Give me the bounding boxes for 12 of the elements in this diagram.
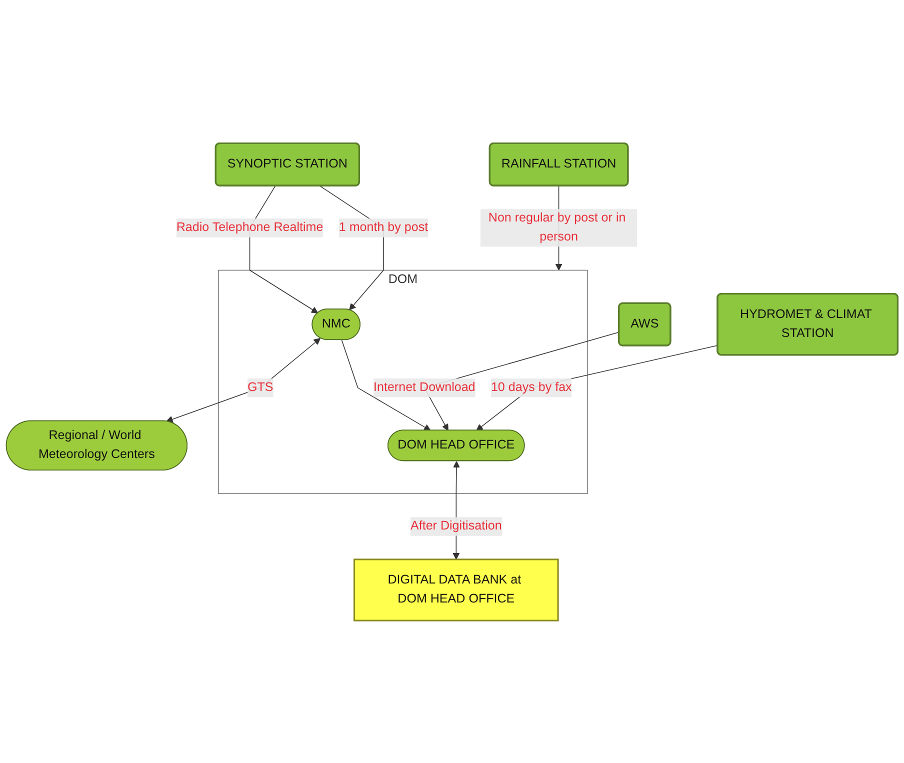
edge-label: Internet Download (374, 380, 476, 394)
arrow (249, 185, 318, 313)
node-box: DIGITAL DATA BANK at DOM HEAD OFFICE (353, 558, 559, 621)
edge-label: After Digitisation (410, 519, 502, 532)
arrow (476, 344, 718, 430)
edge-label: 10 days by fax (490, 380, 572, 394)
arrow (341, 339, 431, 430)
edge-label: 1 month by post (338, 220, 428, 234)
arrow (166, 338, 321, 422)
edge-label: Radio Telephone Realtime (176, 220, 324, 234)
edge-label: GTS (247, 380, 274, 394)
edge-label: Non regular by post or in person (488, 211, 626, 244)
